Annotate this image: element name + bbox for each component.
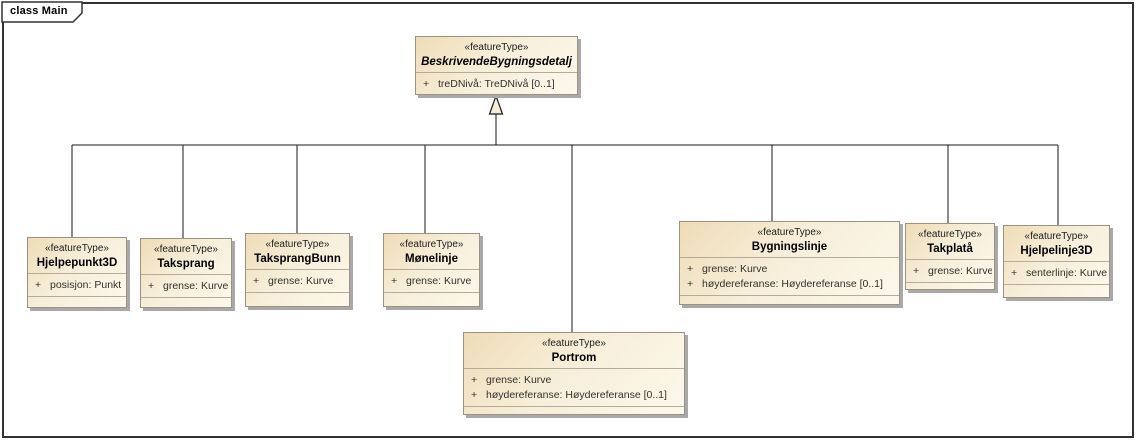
- stereotype-label: «featureType»: [757, 227, 822, 238]
- class-name: Portrom: [551, 352, 597, 364]
- class-name: Takplatå: [927, 243, 973, 255]
- class-Mønelinje[interactable]: «featureType» Mønelinje + grense: Kurve: [383, 233, 480, 307]
- stereotype-label: «featureType»: [45, 243, 109, 254]
- attributes-compartment: + treDNivå: TreDNivå [0..1]: [416, 72, 577, 95]
- attribute-text: posisjon: Punkt: [50, 279, 122, 291]
- attributes-compartment: + grense: Kurve: [246, 269, 349, 292]
- operations-compartment: [464, 406, 684, 414]
- operations-compartment: [906, 282, 994, 289]
- attribute-row: + grense: Kurve: [386, 274, 477, 289]
- operations-compartment: [384, 292, 479, 306]
- class-name: Bygningslinje: [751, 241, 828, 253]
- class-Portrom[interactable]: «featureType» Portrom + grense: Kurve + høyde…: [463, 332, 685, 415]
- attribute-row: + senterlinje: Kurve: [1006, 266, 1107, 281]
- visibility-symbol: +: [913, 265, 920, 277]
- attribute-row: + treDNivå: TreDNivå [0..1]: [418, 77, 575, 92]
- attribute-row: + høydereferanse: Høydereferanse [0..1]: [682, 277, 897, 292]
- class-name: Hjelpepunkt3D: [36, 257, 118, 269]
- class-BeskrivendeBygningsdetalj[interactable]: «featureType» BeskrivendeBygningsdetalj + t…: [415, 36, 578, 95]
- class-Bygningslinje[interactable]: «featureType» Bygningslinje + grense: Kurve…: [679, 221, 900, 305]
- attribute-row: + grense: Kurve: [908, 264, 992, 279]
- stereotype-label: «featureType»: [464, 42, 529, 53]
- stereotype-label: «featureType»: [918, 229, 982, 240]
- attribute-text: treDNivå: TreDNivå [0..1]: [438, 78, 555, 90]
- visibility-symbol: +: [253, 275, 260, 287]
- visibility-symbol: +: [687, 278, 694, 290]
- attributes-compartment: + grense: Kurve: [141, 274, 231, 297]
- visibility-symbol: +: [1011, 267, 1018, 279]
- class-header: «featureType» Takplatå: [906, 224, 994, 259]
- class-name: Taksprang: [157, 258, 215, 270]
- frame-title[interactable]: class Main: [10, 5, 68, 17]
- generalization-arrowhead-icon: [488, 94, 504, 115]
- attribute-text: grense: Kurve: [406, 275, 472, 287]
- operations-compartment: [246, 292, 349, 306]
- class-header: «featureType» Mønelinje: [384, 234, 479, 269]
- attribute-row: + grense: Kurve: [248, 274, 347, 289]
- attributes-compartment: + grense: Kurve + høydereferanse: Høyderefe…: [464, 368, 684, 406]
- class-header: «featureType» Portrom: [464, 333, 684, 368]
- attribute-text: grense: Kurve: [486, 374, 552, 386]
- attribute-row: + grense: Kurve: [682, 262, 897, 277]
- attributes-compartment: + grense: Kurve + høydereferanse: Høyderefe…: [680, 257, 899, 295]
- class-header: «featureType» BeskrivendeBygningsdetalj: [416, 37, 577, 72]
- attributes-compartment: + senterlinje: Kurve: [1004, 261, 1109, 284]
- class-name: BeskrivendeBygningsdetalj: [421, 56, 572, 68]
- attribute-text: grense: Kurve: [163, 280, 229, 292]
- attributes-compartment: + grense: Kurve: [384, 269, 479, 292]
- class-Hjelpelinje3D[interactable]: «featureType» Hjelpelinje3D+ senterlinje: …: [1003, 225, 1110, 298]
- visibility-symbol: +: [148, 280, 155, 292]
- attribute-text: grense: Kurve: [702, 263, 768, 275]
- class-name: Mønelinje: [404, 253, 459, 265]
- operations-compartment: [141, 297, 231, 307]
- attribute-row: + posisjon: Punkt: [30, 278, 124, 293]
- class-header: «featureType» Hjelpelinje3D: [1004, 226, 1109, 261]
- stereotype-label: «featureType»: [399, 239, 464, 250]
- attribute-row: + høydereferanse: Høydereferanse [0..1]: [466, 388, 682, 403]
- attribute-text: senterlinje: Kurve: [1026, 267, 1107, 279]
- visibility-symbol: +: [35, 279, 42, 291]
- stereotype-label: «featureType»: [265, 239, 330, 250]
- operations-compartment: [28, 296, 126, 307]
- attribute-row: + grense: Kurve: [466, 373, 682, 388]
- class-header: «featureType» Bygningslinje: [680, 222, 899, 257]
- attribute-text: høydereferanse: Høydereferanse [0..1]: [702, 278, 883, 290]
- class-name: Hjelpelinje3D: [1020, 245, 1093, 257]
- operations-compartment: [1004, 284, 1109, 297]
- stereotype-label: «featureType»: [1024, 231, 1089, 242]
- visibility-symbol: +: [687, 263, 694, 275]
- stereotype-label: «featureType»: [154, 244, 218, 255]
- class-header: «featureType» TaksprangBunn: [246, 234, 349, 269]
- attribute-text: grense: Kurve: [268, 275, 334, 287]
- visibility-symbol: +: [471, 389, 478, 401]
- attribute-text: grense: Kurve: [928, 265, 992, 277]
- class-TaksprangBunn[interactable]: «featureType» TaksprangBunn + grense: Kurve: [245, 233, 350, 307]
- operations-compartment: [680, 295, 899, 304]
- class-Takplatå[interactable]: «featureType» Takplatå + grense: Kurve: [905, 223, 995, 290]
- class-header: «featureType» Hjelpepunkt3D: [28, 238, 126, 273]
- class-Taksprang[interactable]: «featureType» Taksprang+ grense: Kurve: [140, 238, 232, 308]
- class-header: «featureType» Taksprang: [141, 239, 231, 274]
- visibility-symbol: +: [391, 275, 398, 287]
- visibility-symbol: +: [423, 78, 430, 90]
- class-Hjelpepunkt3D[interactable]: «featureType» Hjelpepunkt3D + posisjon: Pun…: [27, 237, 127, 308]
- class-name: TaksprangBunn: [254, 253, 341, 265]
- attributes-compartment: + grense: Kurve: [906, 259, 994, 282]
- attributes-compartment: + posisjon: Punkt: [28, 273, 126, 296]
- frame-tab: [1, 1, 83, 23]
- stereotype-label: «featureType»: [542, 338, 606, 349]
- attribute-text: høydereferanse: Høydereferanse [0..1]: [486, 389, 667, 401]
- attribute-row: + grense: Kurve: [143, 279, 229, 294]
- visibility-symbol: +: [471, 374, 478, 386]
